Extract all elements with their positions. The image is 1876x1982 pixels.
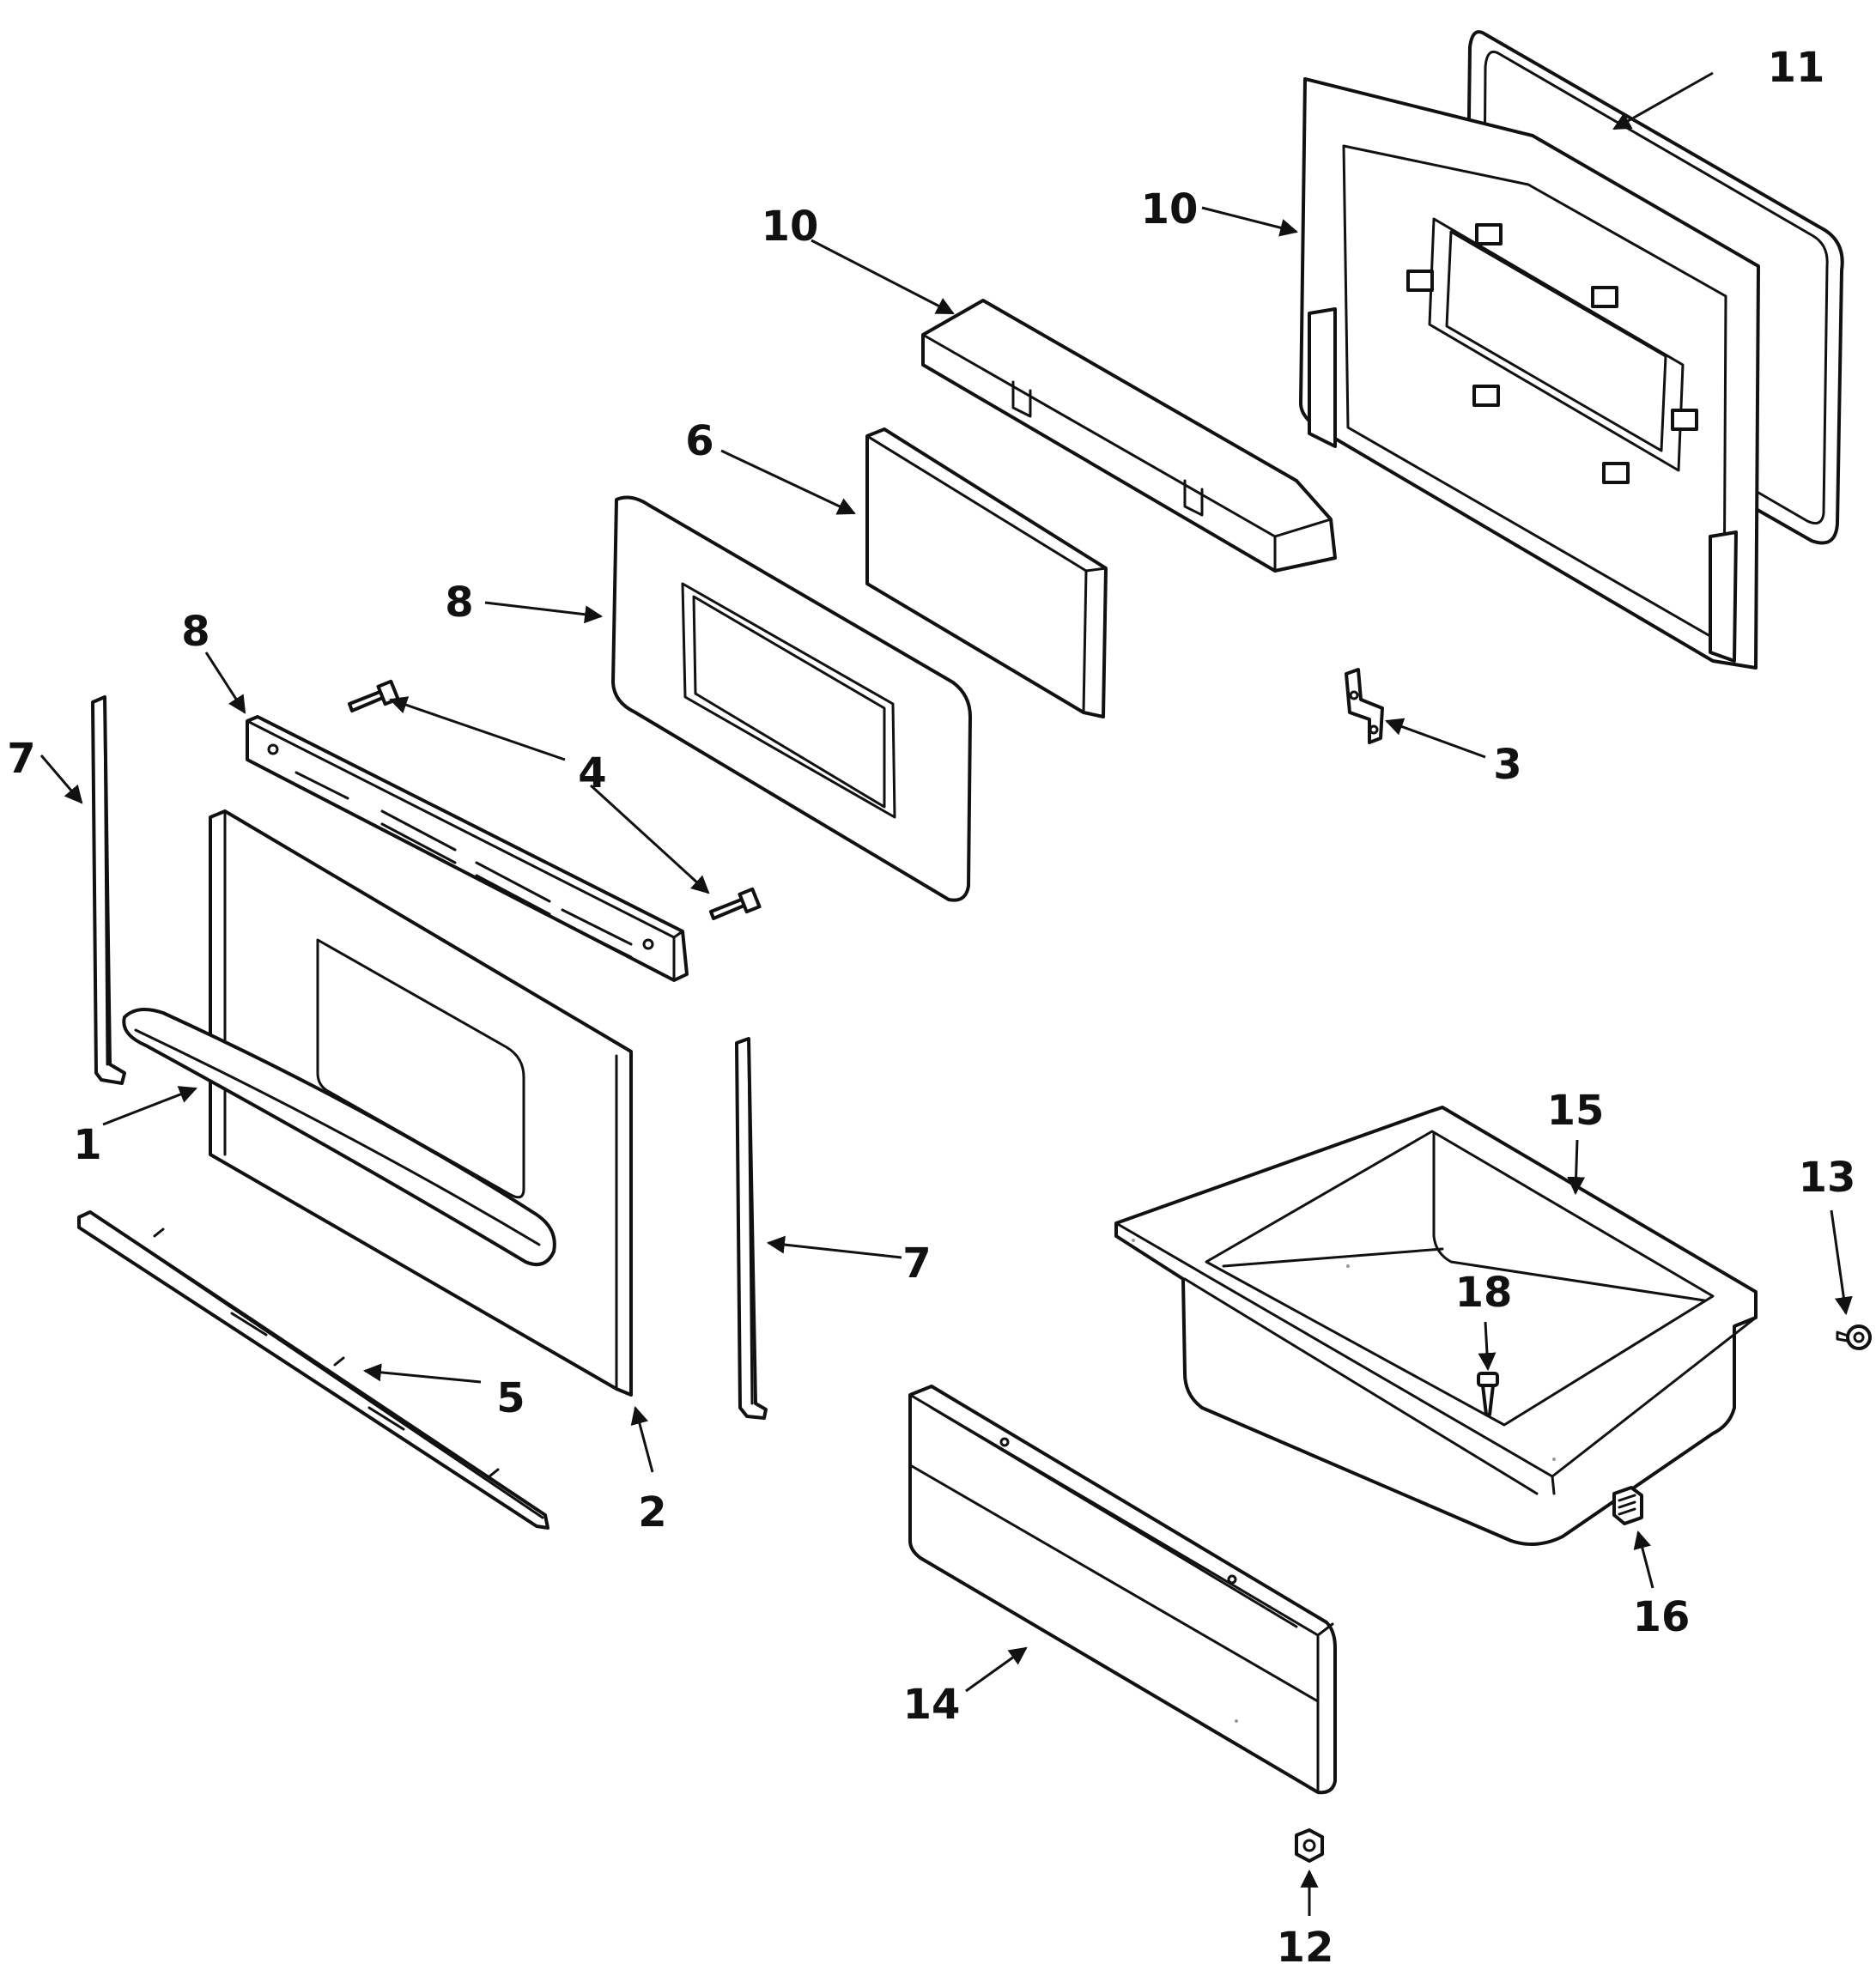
callout-8: 8 xyxy=(181,608,209,656)
part-18-screw xyxy=(1477,1372,1499,1416)
callout-13: 12 xyxy=(1277,1924,1334,1972)
part-3-bracket xyxy=(1345,668,1384,744)
callout-16: 15 xyxy=(1547,1087,1605,1135)
part-5-bottom-trim xyxy=(77,1210,549,1530)
part-4-screw-top xyxy=(348,679,400,712)
callout-1: 1 xyxy=(73,1121,101,1169)
callout-6: 6 xyxy=(685,417,713,465)
part-13-nut xyxy=(1295,1828,1324,1863)
part-6-glass xyxy=(865,427,1108,718)
part-16-drawer-body xyxy=(1114,1106,1758,1546)
part-10-insulation xyxy=(921,299,1337,573)
part-7-trim-left xyxy=(91,695,126,1085)
callout-17: 16 xyxy=(1633,1593,1691,1641)
part-14-nut xyxy=(1836,1324,1872,1350)
callout-9: 8 xyxy=(445,579,473,627)
callout-5: 5 xyxy=(496,1374,525,1422)
leader-lines xyxy=(39,71,1853,1916)
callout-15: 14 xyxy=(903,1681,961,1729)
callout-18: 18 xyxy=(1455,1269,1513,1317)
part-15-drawer-front xyxy=(908,1385,1337,1795)
callout-12: 11 xyxy=(1768,44,1825,92)
scan-specks xyxy=(1132,1239,1556,1723)
part-11-inner-door xyxy=(1299,77,1760,670)
callout-3: 3 xyxy=(1493,741,1521,789)
part-17-clip xyxy=(1612,1486,1643,1525)
callout-labels: 11 10 10 6 8 8 4 3 7 7 1 5 2 15 13 18 16… xyxy=(7,44,1855,1972)
part-7-trim-right xyxy=(735,1037,768,1420)
part-1-handle xyxy=(122,1008,556,1266)
callout-7-right: 7 xyxy=(902,1240,931,1288)
callout-11: 10 xyxy=(1141,185,1199,233)
callout-14: 13 xyxy=(1799,1154,1856,1202)
callout-2: 2 xyxy=(638,1488,666,1537)
callout-10: 10 xyxy=(762,203,819,251)
callout-7-left: 7 xyxy=(7,735,35,783)
callout-4: 4 xyxy=(578,749,606,797)
part-4-screw-bottom xyxy=(709,887,762,920)
part-8-vent-trim xyxy=(246,715,689,982)
part-9-glass-frame xyxy=(611,495,972,902)
